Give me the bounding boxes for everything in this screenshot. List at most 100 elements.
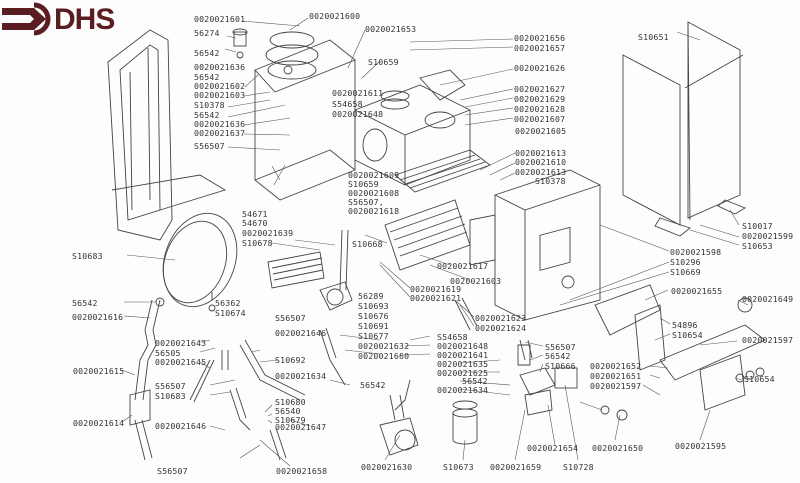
part-label: S54658 [437,332,468,342]
part-label: 0020021605 [515,126,567,136]
part-label: 0020021614 [73,418,125,428]
part-label: 0020021643 [155,338,207,348]
part-label: 0020021615 [73,366,125,376]
part-label: 0020021598 [670,247,722,257]
part-label: S10676 [358,311,389,321]
part-label: 0020021660 [358,351,410,361]
part-label: 0020021645 [155,357,207,367]
part-label: 0020021648 [332,109,384,119]
part-label: 0020021603 [450,276,502,286]
part-label: 0020021658 [276,466,328,476]
part-label: 0020021646 [155,421,207,431]
part-label: S10659 [368,57,399,67]
part-label: 0020021625 [437,368,489,378]
part-label: 0020021659 [490,462,542,472]
leader-lines [121,17,749,467]
part-label: 56505 [155,348,181,358]
part-label: S56507 [194,141,225,151]
part-label: S10678 [242,238,273,248]
part-label: S10659 [348,179,379,189]
part-label: S10679 [275,415,306,425]
part-label: S10669 [670,267,701,277]
part-label: 0020021613 [515,148,567,158]
part-label: 0020021651 [590,371,642,381]
part-label: 0020021621 [410,293,462,303]
part-label: 0020021603 [194,90,246,100]
part-label: 0020021636 [194,62,246,72]
part-label: 0020021634 [437,385,489,395]
part-label: 0020021608 [348,188,400,198]
part-label: 0020021629 [514,94,566,104]
part-label: 0020021641 [437,350,489,360]
expansion-vessel [162,212,238,308]
part-label: S10683 [155,391,186,401]
part-label: 0020021618 [348,206,400,216]
part-label: 56542 [194,110,220,120]
part-label: S10017 [742,221,773,231]
part-label: S10673 [443,462,474,472]
part-label: 0020021617 [437,261,489,271]
part-label: S10677 [358,331,389,341]
part-label: 56362 [215,298,241,308]
part-label: 0020021653 [365,24,417,34]
part-label: 0020021657 [514,43,566,53]
part-label: S10674 [215,308,246,318]
part-label: 54670 [242,218,268,228]
logo-text: DHS [54,3,115,36]
part-label: 0020021628 [514,104,566,114]
part-label: S56507 [157,466,188,476]
part-label: 54896 [672,320,698,330]
part-label: S10691 [358,321,389,331]
part-label: 0020021616 [72,312,124,322]
part-label: 0020021599 [742,231,794,241]
control-box [554,284,766,421]
outer-casing-panels [622,21,747,237]
pump-assembly [319,281,419,456]
filter-pot [452,400,478,445]
part-label: 0020021595 [675,441,727,451]
part-label: 0020021626 [514,63,566,73]
part-label: S10680 [275,397,306,407]
part-label: 0020021655 [671,286,723,296]
part-label: 0020021649 [742,294,794,304]
part-label: S56507 [155,381,186,391]
part-label: 0020021609 [348,170,400,180]
part-label: 0020021602 [194,81,246,91]
part-label: 0020021654 [527,443,579,453]
part-label: 54671 [242,209,268,219]
part-label: 56542 [545,351,571,361]
part-label: S10654 [744,374,775,384]
part-label: S10668 [352,239,383,249]
part-label: S56507 [275,313,306,323]
pipework [129,51,533,461]
part-label: S10728 [563,462,594,472]
part-label: 56274 [194,28,220,38]
arrow-right-icon [2,2,51,36]
part-label: 0020021656 [514,33,566,43]
part-label: 0020021636 [194,119,246,129]
part-label: 56289 [358,291,384,301]
part-label: 0020021650 [592,443,644,453]
part-label: 56542 [194,48,220,58]
part-label: 0020021647 [275,422,327,432]
part-label: S10693 [358,301,389,311]
part-label: 0020021624 [475,323,527,333]
part-label: S10378 [194,100,225,110]
part-label: 0020021637 [194,128,246,138]
part-label: 0020021648 [437,341,489,351]
part-label: S54658 [332,99,363,109]
part-label: 0020021635 [437,359,489,369]
part-label: 0020021613 [515,167,567,177]
part-label: 0020021634 [275,371,327,381]
part-label: S10653 [742,241,773,251]
part-label: 0020021652 [590,361,642,371]
part-label: S10683 [72,251,103,261]
part-label: S10296 [670,257,701,267]
part-label: S10692 [275,355,306,365]
part-label: S10666 [545,361,576,371]
part-label: 0020021639 [242,228,294,238]
part-label: S56507, [348,197,384,207]
dhs-logo: DHS [0,2,140,36]
part-label: 0020021610 [515,157,567,167]
